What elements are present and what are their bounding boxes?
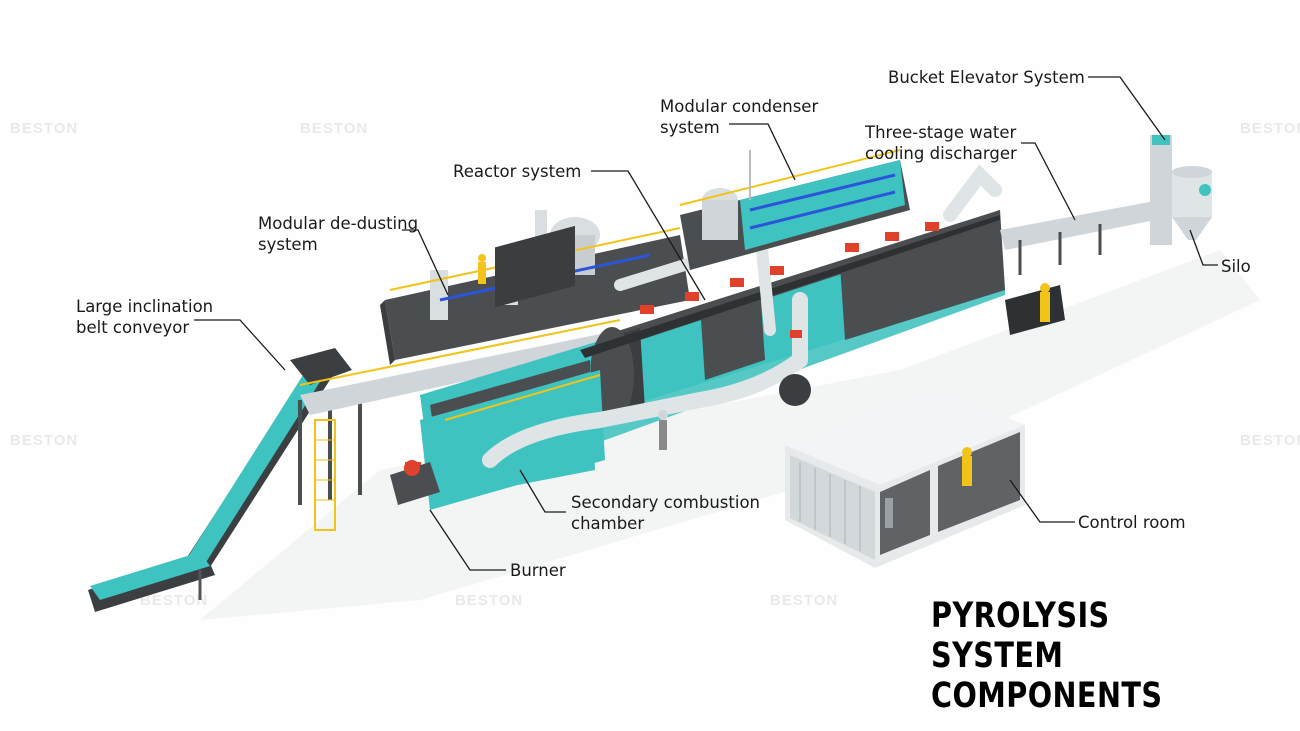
- label-water-cooling-line1: Three-stage water: [865, 123, 1017, 142]
- label-modular-condenser-line1: Modular condenser: [660, 97, 819, 116]
- fan: [779, 374, 811, 406]
- water-cooling-discharger: [1000, 200, 1165, 275]
- label-dedusting-line1: Modular de-dusting: [258, 214, 419, 233]
- watermark: BESTON: [10, 120, 79, 137]
- watermark: BESTON: [140, 592, 209, 609]
- title-line2: COMPONENTS: [931, 676, 1163, 716]
- label-control-room: Control room: [1078, 513, 1186, 532]
- label-reactor-system: Reactor system: [453, 162, 582, 181]
- label-belt-conveyor-line2: belt conveyor: [76, 318, 190, 337]
- burner: [390, 460, 440, 505]
- label-modular-condenser-line2: system: [660, 118, 720, 137]
- bucket-elevator: [1150, 135, 1172, 245]
- label-belt-conveyor-line1: Large inclination: [76, 297, 214, 316]
- ground-shadow: [200, 250, 1260, 620]
- watermark: BESTON: [10, 432, 79, 449]
- leader-lines: [194, 76, 1218, 571]
- label-bucket-elevator: Bucket Elevator System: [888, 68, 1085, 87]
- condenser-system: [679, 149, 910, 270]
- label-burner: Burner: [510, 561, 566, 580]
- control-room: [785, 385, 1025, 568]
- workers: [478, 254, 1050, 450]
- label-secondary-combustion-line2: chamber: [571, 514, 645, 533]
- label-silo: Silo: [1221, 257, 1251, 276]
- watermark: BESTON: [1240, 120, 1300, 137]
- label-water-cooling-line2: cooling discharger: [865, 144, 1017, 163]
- silo: [1172, 166, 1212, 240]
- watermark: BESTON: [455, 592, 524, 609]
- label-secondary-combustion-line1: Secondary combustion: [571, 493, 761, 512]
- feeding-platform: [300, 330, 630, 415]
- watermark: BESTON: [1240, 432, 1300, 449]
- label-dedusting-line2: system: [258, 235, 318, 254]
- diagram-title: PYROLYSIS SYSTEM COMPONENTS: [931, 596, 1234, 716]
- watermark: BESTON: [300, 120, 369, 137]
- title-line1: PYROLYSIS SYSTEM: [931, 596, 1110, 676]
- belt-conveyor: [88, 348, 362, 612]
- watermark: BESTON: [770, 592, 839, 609]
